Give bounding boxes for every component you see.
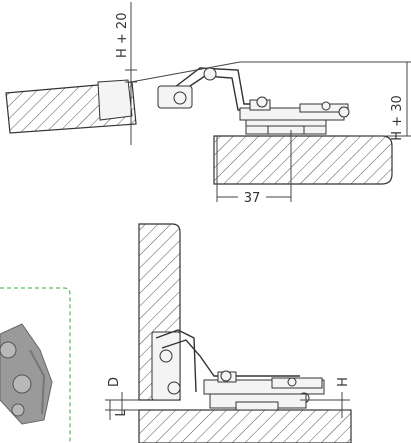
- label-h-plus-20: H + 20: [115, 13, 130, 58]
- dimension-l: L: [105, 399, 129, 420]
- dimension-37: 37: [216, 130, 292, 206]
- inset-hinge-part: [0, 323, 53, 425]
- dimension-d: D: [107, 377, 139, 415]
- label-d: D: [107, 377, 122, 387]
- label-h-plus-30: H + 30: [390, 95, 405, 140]
- hinge-mechanism-top: [97, 67, 350, 135]
- dimension-h-plus-30: H + 30: [240, 61, 411, 141]
- label-h: H: [336, 377, 351, 387]
- hinge-mechanism-bottom: [151, 329, 325, 411]
- detail-inset: [0, 287, 71, 443]
- dimension-h: H: [300, 377, 351, 418]
- label-37: 37: [244, 191, 261, 206]
- label-l: L: [114, 409, 129, 417]
- cabinet-panel-top: [213, 135, 393, 185]
- bottom-view: D L H: [105, 223, 352, 443]
- dimension-h-plus-20: H + 20: [115, 2, 241, 145]
- top-view: H + 20 H + 30 37: [5, 2, 411, 206]
- door-panel-bottom: [138, 409, 352, 443]
